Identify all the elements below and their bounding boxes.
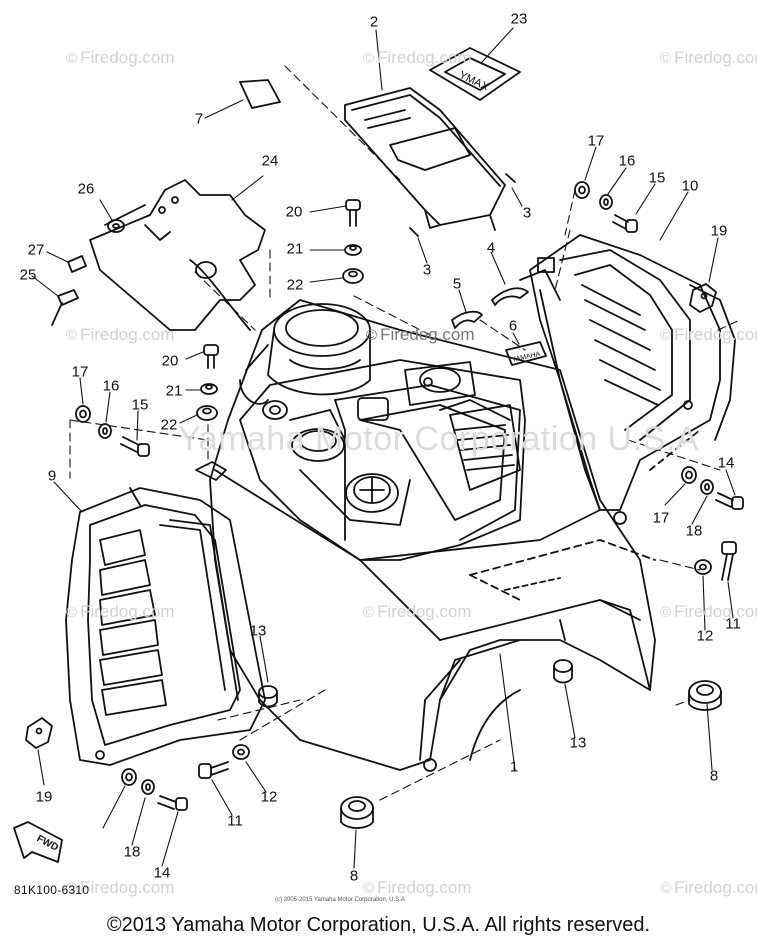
callout-11: 11 [725, 615, 741, 633]
hardware-set-right [681, 466, 744, 510]
grommet-26 [107, 219, 125, 233]
assembly-lines [69, 65, 741, 801]
collar-13-a [553, 659, 573, 684]
callout-17: 17 [71, 363, 89, 381]
emblem-6: YAMAHA [505, 341, 547, 366]
callout-25: 25 [19, 266, 37, 284]
callout-12: 12 [696, 627, 714, 645]
callout-15: 15 [131, 396, 149, 414]
small-copyright-notice: (c) 2005-2015 Yamaha Motor Corporation, … [275, 897, 405, 903]
washers-21-22 [196, 244, 364, 421]
small-bracket [195, 461, 227, 481]
watermark: ©Firedog.com [363, 602, 472, 621]
watermark-manufacturer: Yamaha Motor Corporation U.S.A [178, 420, 699, 458]
watermark: ©Firedog.com [66, 602, 175, 621]
fwd-arrow-icon [13, 821, 63, 863]
callout-16: 16 [618, 152, 636, 170]
callout-26: 26 [77, 180, 95, 198]
center-console [239, 359, 526, 561]
diagram-part-code: 81K100-6310 [14, 883, 90, 897]
callout-5: 5 [452, 275, 462, 293]
callout-22: 22 [160, 416, 178, 434]
callout-13: 13 [249, 622, 267, 640]
watermark: ©Firedog.com [366, 325, 475, 344]
label-plate-7 [239, 79, 281, 109]
front-fender-body [209, 299, 656, 772]
bolt-11-bottom [198, 761, 229, 779]
callout-4: 4 [486, 239, 496, 257]
watermark: ©Firedog.com [66, 878, 175, 897]
copyright-footer: ©2013 Yamaha Motor Corporation, U.S.A. A… [106, 914, 651, 936]
grommet-8-bottom [340, 796, 374, 829]
callout-14: 14 [153, 864, 171, 882]
callout-11: 11 [227, 812, 243, 830]
bracket-19-left [25, 717, 53, 749]
callout-15: 15 [648, 169, 666, 187]
callout-3: 3 [422, 261, 432, 279]
callout-16: 16 [102, 377, 120, 395]
watermark: ©Firedog.com [66, 325, 175, 344]
callout-9: 9 [47, 467, 57, 485]
callout-2: 2 [369, 13, 379, 31]
hardware-set-upper-right [574, 181, 638, 233]
watermark: ©Firedog.com [66, 48, 175, 67]
callout-1: 1 [509, 758, 519, 776]
callout-20: 20 [285, 203, 303, 221]
bolt-11-right [721, 541, 737, 581]
callout-17: 17 [652, 509, 670, 527]
callout-21: 21 [286, 240, 304, 258]
callout-18: 18 [123, 843, 141, 861]
callout-19: 19 [35, 788, 53, 806]
watermark: ©Firedog.com [363, 48, 472, 67]
grommet-8-right [688, 680, 722, 711]
callout-24: 24 [261, 152, 279, 170]
right-side-panel [519, 234, 736, 525]
watermark: ©Firedog.com [660, 602, 757, 621]
callout-21: 21 [165, 382, 183, 400]
pins-3 [409, 173, 516, 237]
washer-12-right [694, 559, 712, 575]
callout-17: 17 [587, 132, 605, 150]
callout-20: 20 [161, 352, 179, 370]
hardware-set-bottom-left [121, 768, 188, 811]
clip-27 [67, 255, 87, 273]
bolt-20-upper [345, 199, 361, 227]
watermark: ©Firedog.com [660, 878, 757, 897]
callout-19: 19 [710, 222, 728, 240]
hardware-set-left [75, 405, 150, 457]
inner-shield-24 [89, 179, 266, 331]
filler-neck [239, 303, 371, 405]
callout-12: 12 [260, 788, 278, 806]
rivet-25 [51, 289, 79, 326]
collar-13-b [258, 685, 278, 708]
left-side-panel [65, 487, 266, 766]
watermark: ©Firedog.com [363, 878, 472, 897]
bolt-20-lower [203, 344, 219, 369]
callout-10: 10 [681, 177, 699, 195]
watermark: ©Firedog.com [660, 325, 757, 344]
callout-23: 23 [510, 10, 528, 28]
callout-8: 8 [709, 767, 719, 785]
bracket-19-right [689, 283, 717, 313]
callout-3: 3 [522, 204, 532, 222]
top-cover-panel [344, 87, 506, 231]
callout-8: 8 [349, 867, 359, 885]
callout-7: 7 [194, 110, 204, 128]
leader-lines [31, 27, 736, 869]
callout-27: 27 [27, 241, 45, 259]
callout-14: 14 [717, 454, 735, 472]
callout-22: 22 [286, 276, 304, 294]
callout-18: 18 [685, 522, 703, 540]
callout-13: 13 [569, 734, 587, 752]
watermark: ©Firedog.com [660, 48, 757, 67]
callout-6: 6 [508, 317, 518, 335]
clips-4-5 [451, 287, 529, 329]
washer-12-bottom [232, 744, 250, 760]
